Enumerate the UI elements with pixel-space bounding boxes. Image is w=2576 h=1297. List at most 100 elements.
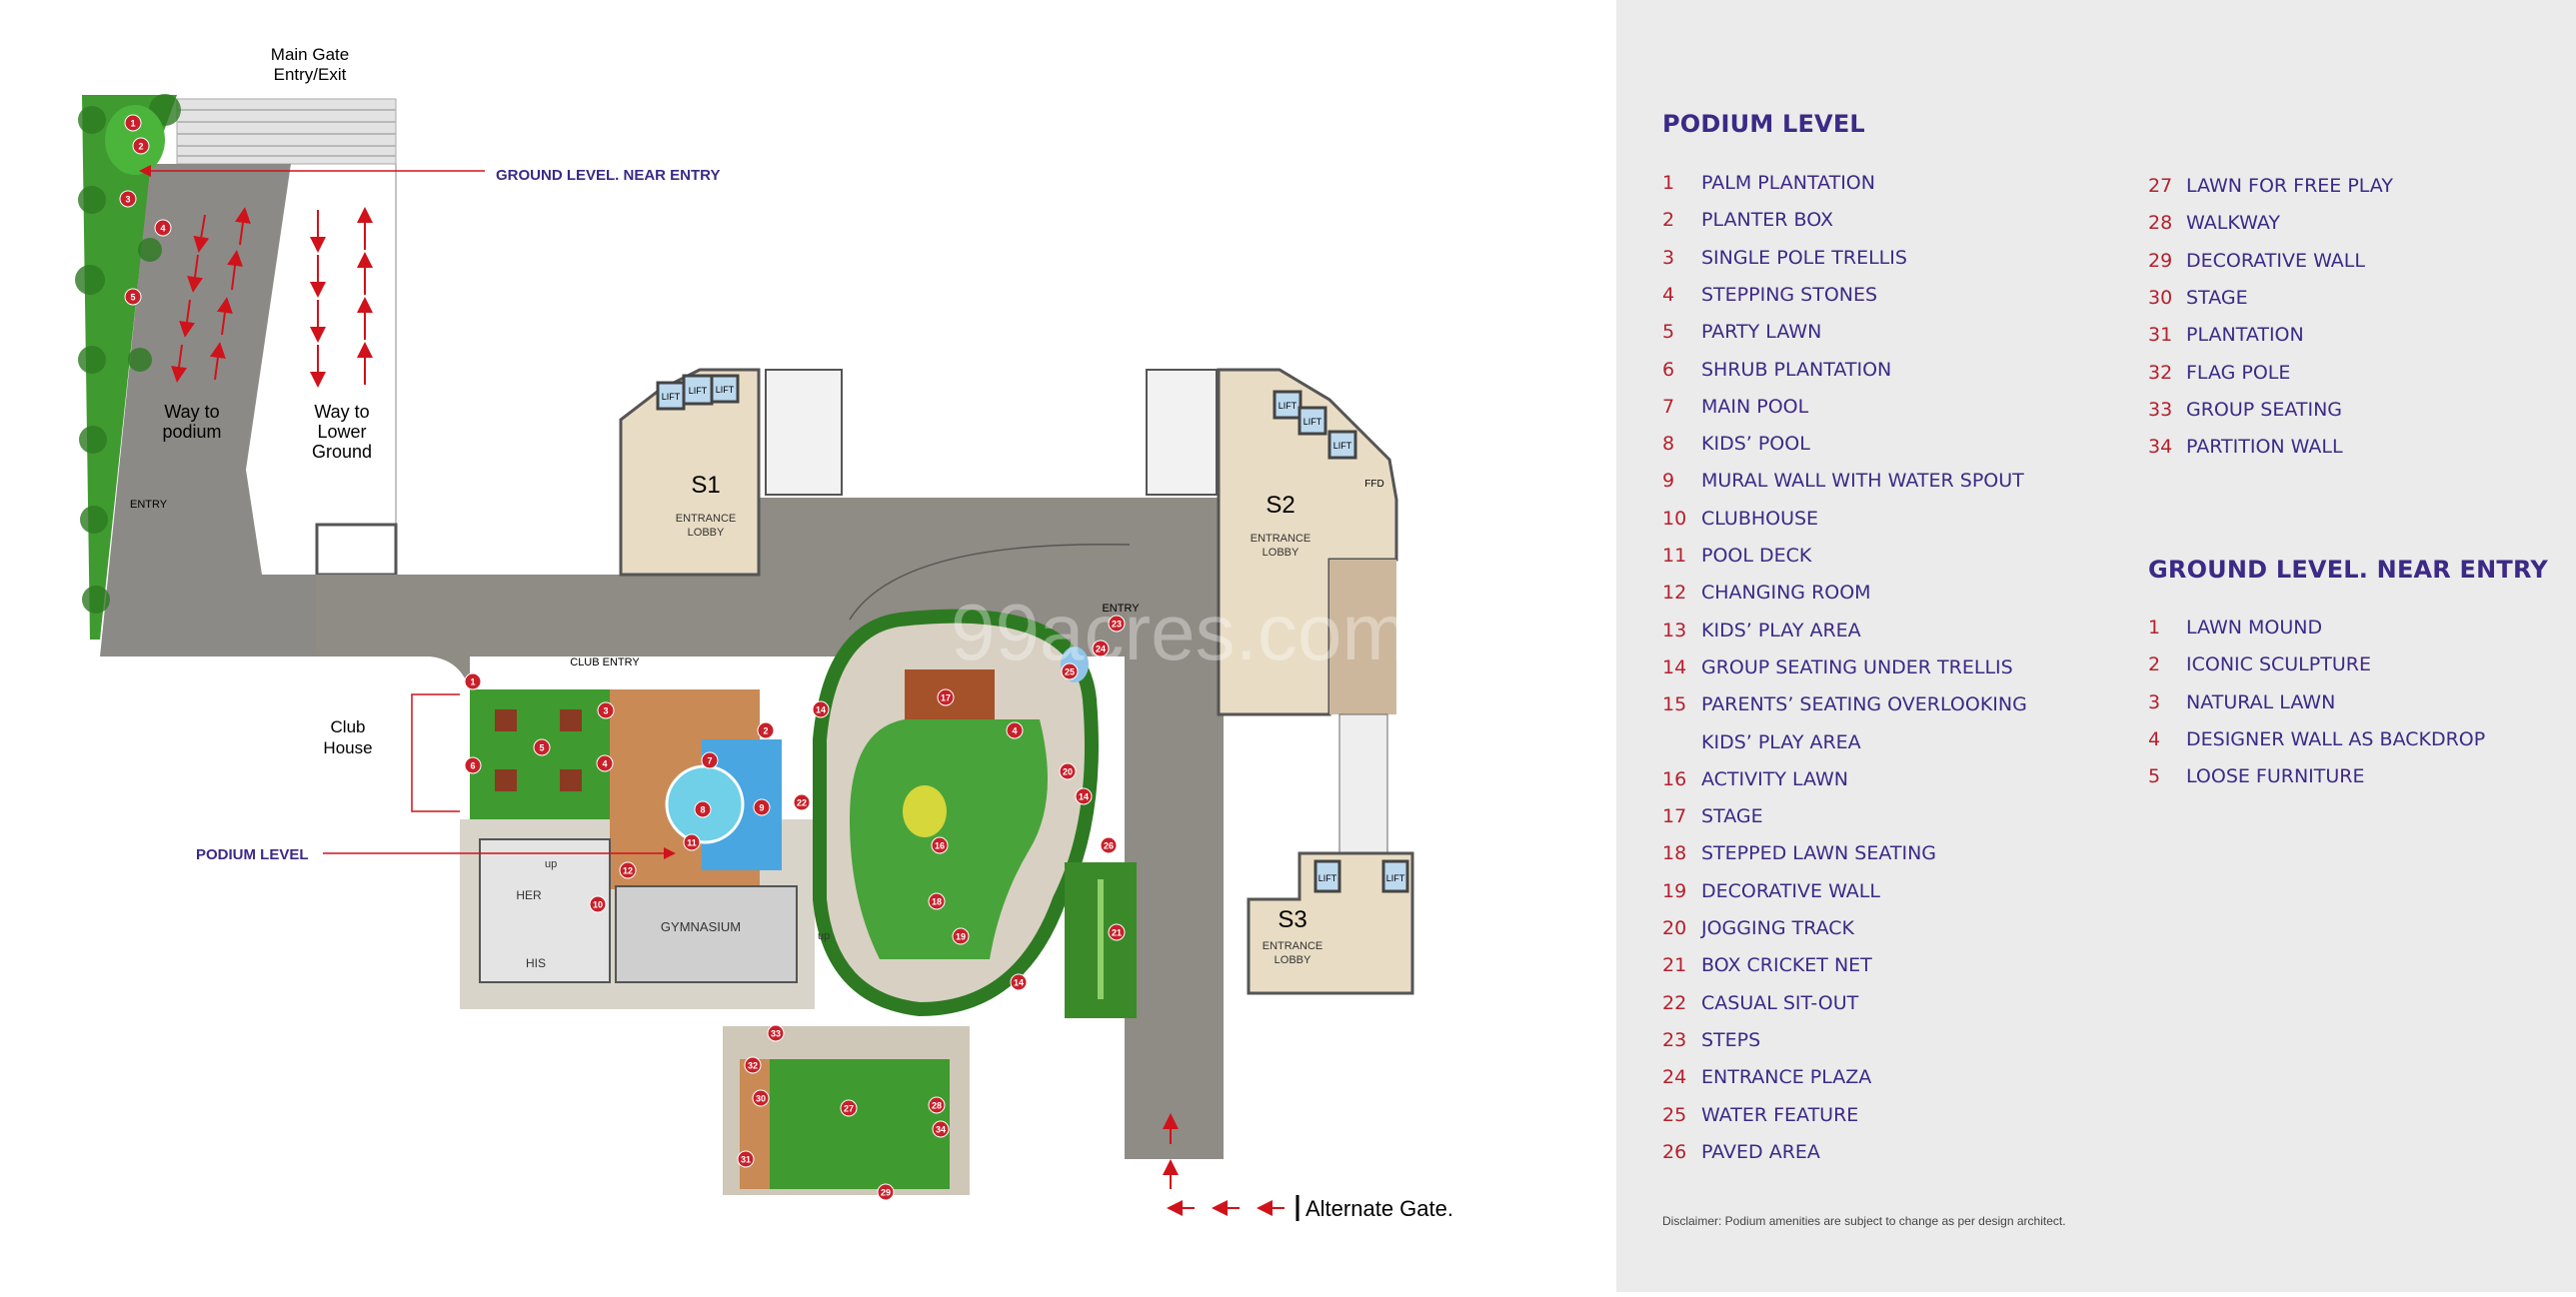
legend-number: 11	[1662, 545, 1687, 567]
legend-item-label: PARTITION WALL	[2186, 436, 2343, 459]
disclaimer: Disclaimer: Podium amenities are subject…	[1662, 1214, 2066, 1228]
legend-item-label: DECORATIVE WALL	[2186, 249, 2365, 272]
legend-item-label: JOGGING TRACK	[1701, 917, 1855, 939]
amenity-marker: 2	[757, 721, 775, 739]
legend-item-label: WALKWAY	[2186, 212, 2280, 235]
svg-text:14: 14	[816, 705, 826, 715]
amenity-marker: 31	[737, 1150, 755, 1168]
svg-text:16: 16	[935, 841, 945, 851]
legend-number: 15	[1662, 693, 1687, 716]
site-plan-map: Main Gate Entry/Exit GROUND LEVEL. NEAR …	[75, 45, 1453, 1221]
legend-number: 3	[2148, 690, 2161, 713]
svg-text:7: 7	[707, 756, 712, 766]
legend-number: 34	[2148, 436, 2173, 459]
her-label: HER	[516, 888, 542, 902]
s1-lobby-label: ENTRANCE	[676, 513, 737, 525]
legend-item-label: WATER FEATURE	[1701, 1103, 1859, 1126]
s2-stair	[1146, 369, 1218, 496]
svg-text:30: 30	[756, 1094, 766, 1104]
svg-text:14: 14	[1014, 978, 1024, 988]
svg-text:14: 14	[1079, 792, 1089, 802]
amenity-marker: 25	[1061, 662, 1079, 680]
lawn-for-free-play	[770, 1059, 950, 1189]
svg-text:3: 3	[125, 195, 130, 205]
legend-item-label: FLAG POLE	[2186, 361, 2291, 384]
legend-item-label: PALM PLANTATION	[1701, 172, 1875, 194]
legend-item-label: CLUBHOUSE	[1701, 507, 1819, 530]
svg-text:33: 33	[771, 1029, 781, 1039]
amenity-marker: 2	[132, 137, 150, 155]
club-house-bracket	[411, 693, 460, 812]
svg-text:27: 27	[844, 1104, 854, 1114]
ground-level-callout: GROUND LEVEL. NEAR ENTRY	[496, 167, 720, 184]
ramp-to-podium	[100, 164, 317, 656]
legend-number: 2	[2148, 653, 2161, 676]
amenity-marker: 26	[1100, 836, 1118, 854]
svg-text:LIFT: LIFT	[1279, 401, 1297, 411]
legend-item-label: POOL DECK	[1701, 545, 1812, 567]
legend-number: 21	[1662, 954, 1687, 977]
svg-text:23: 23	[1112, 620, 1122, 630]
changing-rooms	[479, 838, 611, 983]
amenity-marker: 7	[701, 751, 719, 769]
legend-item-label: STAGE	[2186, 286, 2248, 309]
svg-text:12: 12	[623, 866, 633, 876]
legend-item-label: ENTRANCE PLAZA	[1701, 1066, 1872, 1089]
amenity-marker: 30	[752, 1089, 770, 1107]
tower-s2-label: S2	[1266, 492, 1294, 519]
service-road	[1125, 598, 1224, 1159]
amenity-marker: 3	[119, 190, 137, 208]
amenity-marker: 21	[1108, 923, 1126, 941]
play-stage	[740, 1059, 770, 1189]
svg-text:FFD: FFD	[1364, 479, 1383, 490]
legend-number: 24	[1662, 1066, 1687, 1089]
svg-text:3: 3	[603, 706, 608, 716]
legend-item-label: NATURAL LAWN	[2186, 690, 2336, 713]
svg-text:2: 2	[138, 142, 143, 152]
legend-item-label: KIDS’ POOL	[1701, 433, 1810, 456]
amenity-marker: 27	[840, 1099, 858, 1117]
legend-item-label: MURAL WALL WITH WATER SPOUT	[1701, 470, 2024, 493]
legend-item-label: STAGE	[1701, 805, 1763, 828]
svg-text:5: 5	[130, 293, 135, 303]
legend-item-label: PLANTER BOX	[1701, 209, 1833, 232]
svg-text:LIFT: LIFT	[716, 385, 735, 395]
amenity-marker: 14	[1075, 787, 1093, 805]
amenity-marker: 12	[619, 861, 637, 879]
svg-text:31: 31	[741, 1155, 751, 1165]
svg-text:2: 2	[763, 726, 768, 736]
svg-text:LIFT: LIFT	[1333, 441, 1352, 451]
drive-curve	[849, 543, 1131, 621]
legend-item-label: ACTIVITY LAWN	[1701, 767, 1848, 790]
activity-lawn	[850, 719, 1048, 959]
legend-number: 14	[1662, 655, 1687, 678]
legend-item-label: ICONIC SCULPTURE	[2186, 653, 2371, 676]
amenity-marker: 14	[1010, 973, 1028, 991]
s3-lobby-label-2: LOBBY	[1275, 954, 1311, 966]
svg-text:5: 5	[539, 743, 544, 753]
legend-item-label: STEPS	[1701, 1028, 1761, 1051]
amenity-marker: 5	[124, 288, 142, 306]
legend-number: 7	[1662, 395, 1675, 418]
legend-item-label: PARTY LAWN	[1701, 321, 1822, 344]
legend-number: 27	[2148, 175, 2173, 197]
club-house-label-2: House	[323, 738, 372, 757]
amenity-marker: 29	[877, 1183, 895, 1201]
legend-number: 5	[1662, 321, 1675, 344]
legend-number: 10	[1662, 507, 1687, 530]
ramp-entry-label: ENTRY	[130, 499, 168, 511]
legend-item-label: SHRUB PLANTATION	[1701, 358, 1892, 381]
traffic-arrows	[171, 207, 1285, 1216]
legend-number: 23	[1662, 1028, 1687, 1051]
legend-item-label: GROUP SEATING UNDER TRELLIS	[1701, 655, 2013, 678]
alternate-gate-label: Alternate Gate.	[1305, 1196, 1453, 1221]
way-to-lower-ground-label: Way to	[314, 402, 369, 422]
legend-item-label: MAIN POOL	[1701, 395, 1809, 418]
amenity-marker: 5	[533, 738, 551, 756]
amenity-marker: 24	[1092, 640, 1110, 657]
amenity-marker: 10	[589, 895, 607, 913]
amenity-marker: 6	[464, 756, 482, 774]
main-gate-label-2: Entry/Exit	[274, 65, 347, 84]
